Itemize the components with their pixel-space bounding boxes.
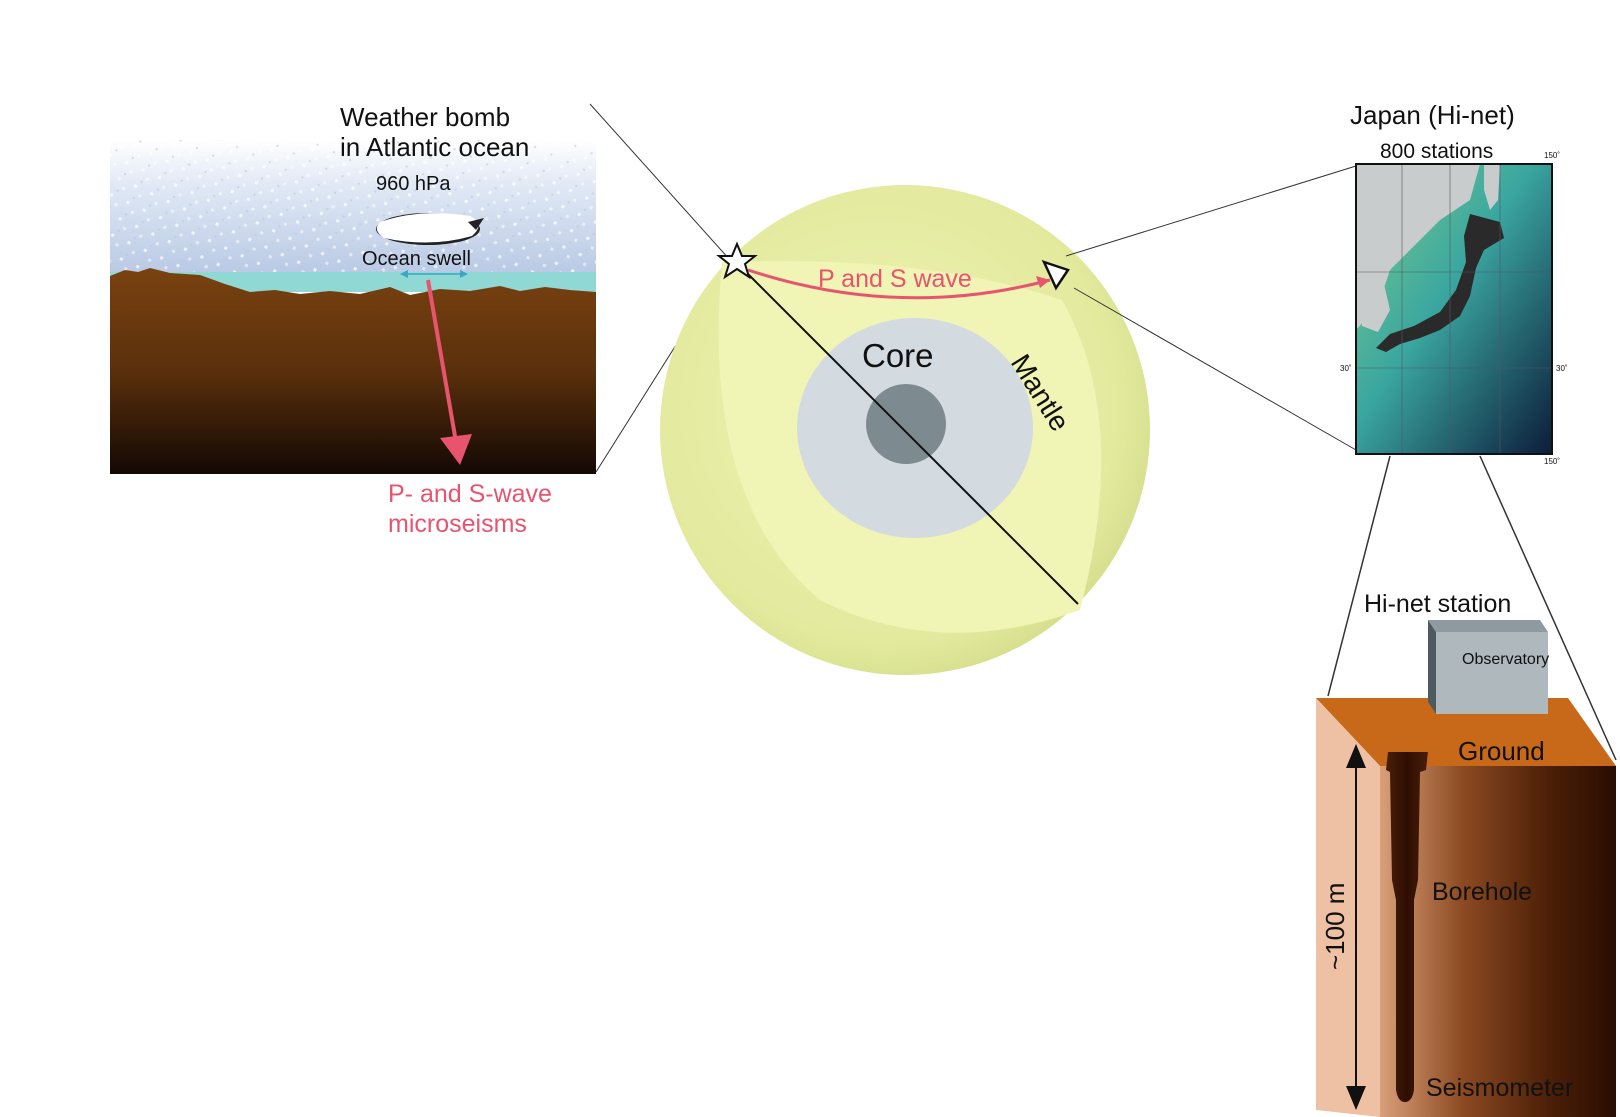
connector-station-left bbox=[1327, 455, 1391, 697]
wave-label: P and S wave bbox=[818, 265, 972, 293]
stations-label: 800 stations bbox=[1380, 140, 1493, 163]
receiver-triangle-icon bbox=[1041, 259, 1070, 291]
seafloor bbox=[110, 268, 596, 474]
microseism-label-line2: microseisms bbox=[388, 510, 527, 538]
rain-texture bbox=[110, 140, 596, 275]
ray-path-line bbox=[735, 261, 1079, 605]
map-lon-label-bottom: 150˚ bbox=[1544, 457, 1560, 466]
storm-cloud-icon bbox=[376, 213, 484, 245]
ground-label: Ground bbox=[1458, 736, 1545, 766]
sakhalin bbox=[1484, 164, 1500, 210]
map-lon-label-top: 150˚ bbox=[1544, 151, 1560, 160]
map-lat-label-left: 30˚ bbox=[1340, 364, 1352, 373]
asia-mainland bbox=[1356, 164, 1480, 330]
ocean-title-line1: Weather bomb bbox=[340, 102, 510, 132]
observatory-building bbox=[1428, 620, 1548, 714]
map-lat-label-right: 30˚ bbox=[1556, 364, 1568, 373]
borehole-shaft bbox=[1386, 752, 1428, 1102]
map-frame bbox=[1355, 163, 1553, 455]
depth-arrow-bottom-icon bbox=[1346, 1086, 1366, 1110]
connector-station-right bbox=[1479, 455, 1617, 761]
swell-arrow-icon bbox=[400, 270, 468, 278]
ground-side-face bbox=[1316, 698, 1380, 1117]
microseism-label-line1: P- and S-wave bbox=[388, 480, 552, 508]
swell-label: Ocean swell bbox=[362, 248, 471, 270]
earth-globe: P and S wave Core Mantle bbox=[660, 185, 1150, 675]
observatory-label: Observatory bbox=[1462, 651, 1549, 668]
wave-arc-head bbox=[1036, 276, 1050, 288]
japan-title: Japan (Hi-net) bbox=[1350, 100, 1515, 130]
station-title: Hi-net station bbox=[1364, 590, 1511, 618]
ground-surface bbox=[1316, 698, 1616, 766]
connector-ocean-top bbox=[589, 103, 731, 261]
core-label: Core bbox=[862, 337, 934, 374]
ground-front-face bbox=[1380, 766, 1616, 1117]
pressure-label: 960 hPa bbox=[376, 173, 451, 195]
korea-peninsula bbox=[1360, 280, 1390, 332]
ocean-panel: Weather bomb in Atlantic ocean 960 hPa O… bbox=[110, 102, 596, 538]
connector-japan-bottom bbox=[1073, 287, 1357, 451]
borehole-label: Borehole bbox=[1432, 878, 1532, 906]
source-star-icon bbox=[716, 241, 758, 280]
depth-arrow-top-icon bbox=[1346, 744, 1366, 768]
connector-japan-top bbox=[1065, 165, 1357, 257]
station-panel: Hi-net station Observatory Ground Boreho… bbox=[1316, 590, 1616, 1117]
japan-islands bbox=[1376, 214, 1504, 352]
microseism-arrow bbox=[426, 279, 458, 443]
depth-label: ~100 m bbox=[1320, 883, 1350, 970]
ocean-title-line2: in Atlantic ocean bbox=[340, 132, 529, 162]
japan-map-panel: 150˚ 150˚ 30˚ 30˚ Japan (Hi-net) 800 sta… bbox=[1340, 100, 1568, 466]
inner-core bbox=[866, 384, 946, 464]
map-grid bbox=[1356, 164, 1552, 454]
seismometer-label: Seismometer bbox=[1426, 1074, 1573, 1102]
microseism-arrow-head bbox=[440, 434, 472, 465]
wave-arc bbox=[747, 268, 1051, 300]
